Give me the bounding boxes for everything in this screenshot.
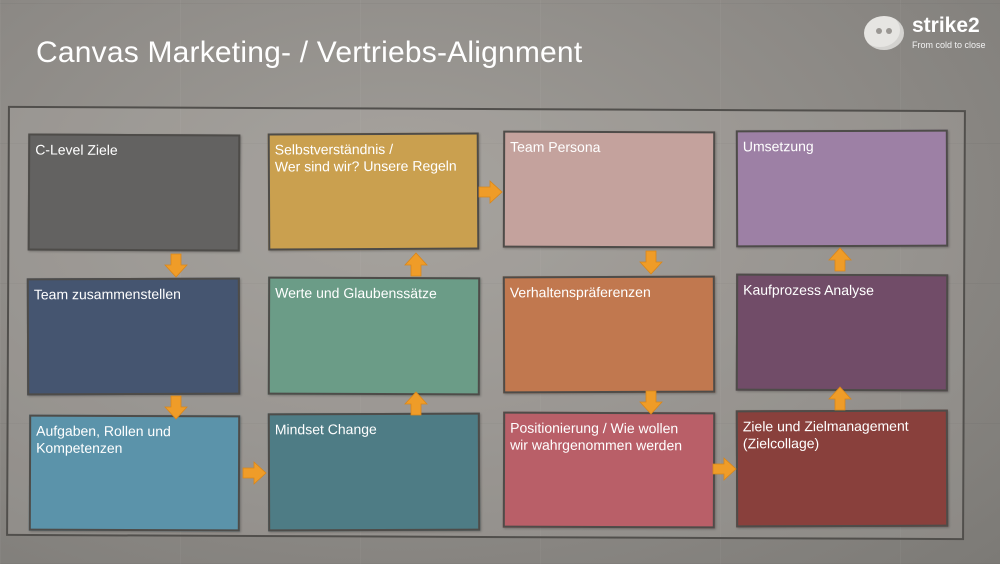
box-label: Selbstverständnis / Wer sind wir? Unsere… <box>274 140 457 175</box>
logo-tagline: From cold to close <box>912 40 986 50</box>
box-label: Mindset Change <box>274 420 377 438</box>
box-label: C-Level Ziele <box>35 141 118 158</box>
box-ziele-und-zielmanagement: Ziele und Zielmanagement (Zielcollage) <box>735 409 949 528</box>
box-label: Umsetzung <box>742 138 814 155</box>
arrow-right-icon <box>240 459 268 487</box>
page-title: Canvas Marketing- / Vertriebs-Alignment <box>36 36 583 69</box>
arrow-down-icon <box>162 251 190 279</box>
arrow-up-icon <box>826 246 854 274</box>
box-kaufprozess-analyse: Kaufprozess Analyse <box>735 273 949 392</box>
arrow-down-icon <box>637 388 665 416</box>
arrow-down-icon <box>162 393 190 421</box>
box-verhaltenspraeferenzen: Verhaltenspräferenzen <box>502 275 716 394</box>
box-mindset-change: Mindset Change <box>267 412 481 532</box>
logo-name: strike2 <box>912 14 980 37</box>
arrow-up-icon <box>402 390 430 418</box>
smiley-logo-icon <box>864 16 904 50</box>
box-selbstverstaendnis: Selbstverständnis / Wer sind wir? Unsere… <box>267 132 480 251</box>
arrow-right-icon <box>476 178 504 206</box>
box-label: Aufgaben, Rollen und Kompetenzen <box>36 422 171 456</box>
box-label: Team Persona <box>510 138 601 155</box>
box-c-level-ziele: C-Level Ziele <box>27 133 241 252</box>
box-label: Werte und Glaubenssätze <box>275 284 437 302</box>
arrow-down-icon <box>637 248 665 276</box>
box-label: Team zusammenstellen <box>33 285 181 303</box>
box-team-zusammenstellen: Team zusammenstellen <box>26 277 241 396</box>
box-positionierung: Positionierung / Wie wollen wir wahrgeno… <box>502 411 716 529</box>
box-label: Kaufprozess Analyse <box>743 281 874 299</box>
box-werte-und-glaubenssaetze: Werte und Glaubenssätze <box>267 276 481 396</box>
strike2-logo: strike2 From cold to close <box>864 14 994 54</box>
box-umsetzung: Umsetzung <box>735 129 949 248</box>
arrow-right-icon <box>710 455 738 483</box>
arrow-up-icon <box>826 385 854 413</box>
box-team-persona: Team Persona <box>502 130 716 249</box>
box-label: Verhaltenspräferenzen <box>509 283 651 301</box>
box-label: Positionierung / Wie wollen wir wahrgeno… <box>510 419 683 454</box>
box-aufgaben-rollen-kompetenzen: Aufgaben, Rollen und Kompetenzen <box>28 414 241 532</box>
box-label: Ziele und Zielmanagement (Zielcollage) <box>742 417 909 452</box>
arrow-up-icon <box>402 251 430 279</box>
